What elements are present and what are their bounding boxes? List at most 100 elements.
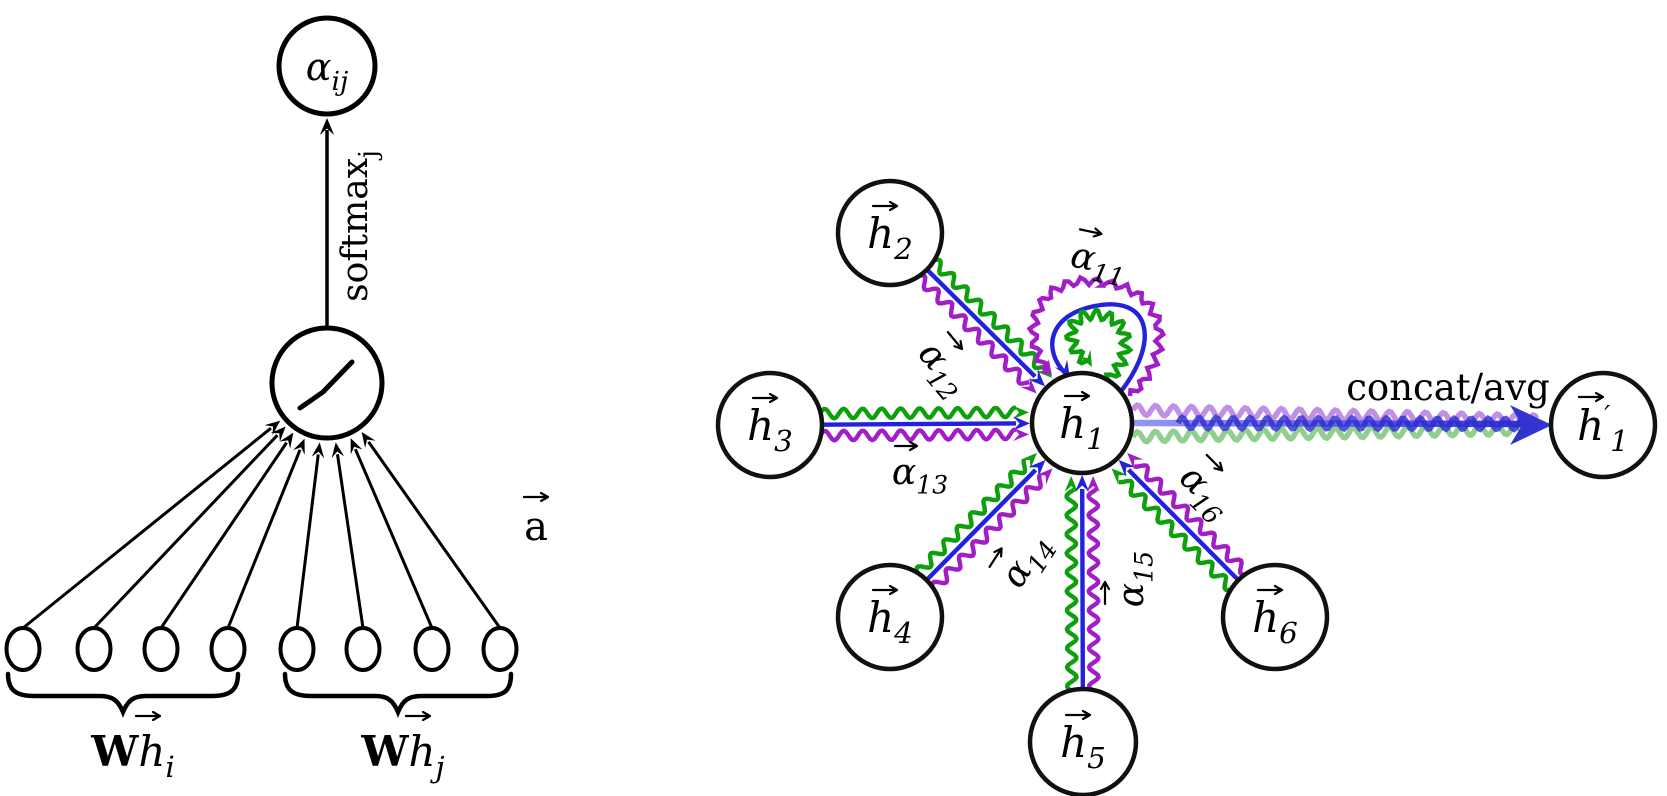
edge-label-a11-vec-arrow [1078, 227, 1103, 238]
alpha-ij-label: αij [306, 45, 348, 97]
edge-h3-purple-arrowhead [1013, 427, 1030, 442]
edge-h3-blue-arrowhead [1012, 416, 1031, 431]
node-label-h1p-text: h′1 [1577, 401, 1629, 458]
self-loop-green-wavy [1063, 307, 1134, 381]
attention-vector-a-label-vec-arrow [522, 491, 550, 503]
self-loop-purple-arrowhead [1037, 358, 1052, 376]
attention-vector-a-label: a [522, 491, 550, 550]
node-h3 [715, 370, 825, 480]
edge-h2-purple-arrowhead [1020, 377, 1037, 394]
edge-h2-h1 [917, 257, 1053, 394]
edge-h5-green-arrowhead [1064, 476, 1078, 493]
edge-h6-green-arrowhead [1111, 468, 1128, 485]
node-label-h6: h6 [1252, 584, 1298, 650]
softmax-arrowhead [319, 118, 335, 135]
self-loop-green-arrowhead [1078, 349, 1092, 367]
edge-h6-purple-arrowhead [1127, 452, 1144, 469]
weighted-feature-j-label: Whj [360, 710, 445, 784]
node-label-h4-vec-arrow [871, 584, 899, 596]
edge-h5-h1 [1064, 474, 1101, 693]
node-label-h1p-vec-arrow [1577, 391, 1605, 403]
feature-dot-3 [142, 626, 180, 672]
output-arrowhead [1510, 405, 1552, 445]
weighted-feature-j-label-vec-arrow [404, 710, 432, 722]
edge-h6-blue-arrowhead [1118, 459, 1136, 477]
node-label-h6-text: h6 [1252, 593, 1298, 650]
edge-label-a13-vec-arrow [893, 440, 919, 452]
node-label-h2-vec-arrow [871, 200, 899, 212]
self-loop-purple-wavy [1026, 274, 1167, 397]
edge-label-a14: α14 [988, 525, 1063, 598]
edge-h3-green-wavy [818, 405, 1017, 421]
edge-label-a14-text: α14 [993, 525, 1063, 598]
concat-avg-label: concat/avg [1346, 366, 1550, 409]
edge-label-a14-vec-arrow [988, 547, 1003, 568]
weighted-feature-i-label-vec-arrow [134, 710, 162, 722]
node-h1 [1029, 370, 1135, 476]
feature-edge-4 [226, 449, 302, 629]
edge-h4-green-wavy [914, 459, 1028, 575]
node-h1p [1548, 370, 1658, 480]
edge-label-a15: α15 [1099, 551, 1158, 607]
node-label-h3-text: h3 [747, 401, 793, 458]
edge-h3-blue-line [821, 421, 1017, 427]
node-h2 [835, 178, 945, 288]
node-label-h2-text: h2 [867, 209, 913, 266]
edge-h2-blue-line [925, 268, 1037, 379]
brace-left [5, 671, 241, 718]
feature-dot-2 [75, 626, 113, 672]
edge-h3-purple-wavy [818, 427, 1017, 443]
node-label-h4: h4 [867, 584, 913, 650]
edge-h2-blue-arrowhead [1027, 369, 1046, 387]
feature-arrowhead-8 [361, 432, 376, 448]
output-darkblue-wavy [1175, 414, 1533, 433]
edge-h6-h1 [1111, 452, 1248, 593]
edge-h4-green-arrowhead [1020, 452, 1037, 470]
node-label-h6-vec-arrow [1256, 584, 1284, 596]
node-label-h1-vec-arrow [1063, 390, 1091, 402]
feature-dot-6 [344, 626, 382, 672]
edge-h4-blue-line [925, 468, 1038, 582]
node-label-h1: h1 [1059, 390, 1105, 456]
feature-edge-7 [353, 448, 434, 629]
softmax-label: softmaxj [335, 150, 382, 302]
feature-edge-3 [159, 441, 288, 629]
feature-edge-5 [295, 454, 320, 629]
edge-h5-purple-arrowhead [1086, 475, 1100, 492]
edge-label-a12-text: α12 [905, 334, 978, 408]
edge-h5-blue-arrowhead [1075, 474, 1090, 493]
output-edge-h1-h1prime [1130, 402, 1552, 445]
edge-h6-green-wavy [1118, 478, 1233, 593]
edge-h4-blue-arrowhead [1028, 459, 1046, 478]
feature-arrowhead-7 [350, 438, 363, 455]
edge-h5-green-wavy [1064, 487, 1079, 693]
node-label-h1p: h′1 [1577, 391, 1629, 458]
edge-h3-h1 [818, 405, 1031, 443]
node-h6 [1220, 562, 1330, 672]
node-label-h5-vec-arrow [1064, 709, 1092, 721]
edge-h3-green-arrowhead [1012, 405, 1029, 420]
edge-h2-purple-wavy [917, 273, 1030, 386]
node-label-h3: h3 [747, 392, 793, 458]
node-label-h3-vec-arrow [751, 392, 779, 404]
edge-h2-green-arrowhead [1035, 361, 1053, 378]
edge-label-a12: α12 [905, 331, 978, 408]
edge-h2-green-wavy [932, 257, 1046, 371]
brace-right [282, 671, 514, 718]
feature-dot-8 [481, 626, 519, 672]
node-h4 [835, 562, 945, 672]
edge-label-a13: α13 [892, 440, 948, 499]
output-green-wavy [1130, 421, 1540, 445]
leakyrelu-node [269, 325, 385, 441]
edge-h5-blue-line [1080, 488, 1086, 690]
feature-edge-1 [22, 427, 272, 630]
feature-dot-7 [413, 626, 451, 672]
feature-arrowhead-3 [279, 432, 294, 449]
feature-dot-1 [4, 626, 42, 672]
node-label-h4-text: h4 [867, 593, 913, 650]
feature-arrowhead-1 [264, 420, 281, 435]
softmax-label-text: softmaxj [335, 150, 382, 302]
attention-vector-a-label-text: a [524, 504, 548, 550]
